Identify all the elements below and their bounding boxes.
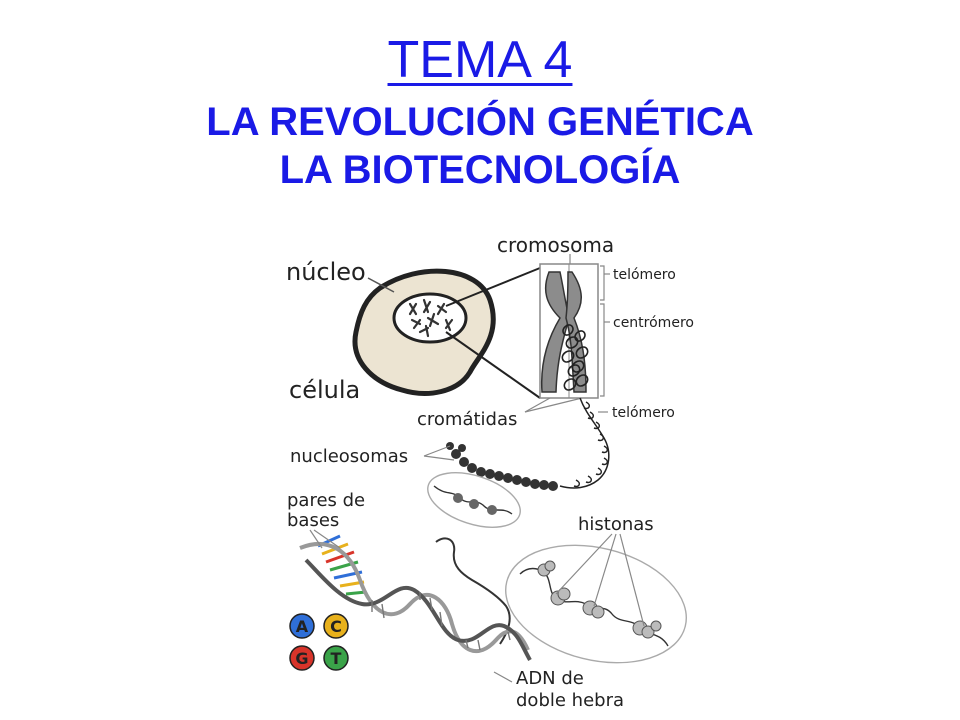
label-centromero: centrómero [613,315,694,331]
title-line-genetica: LA REVOLUCIÓN GENÉTICA [206,100,754,144]
pares-pointer-1 [309,529,323,549]
base-c: C [323,613,349,639]
solenoid-fiber [446,442,558,491]
base-a-letter: A [296,617,309,636]
title-topic: TEMA 4 [387,31,573,89]
label-nucleo: núcleo [286,258,366,286]
label-celula: célula [289,376,360,404]
telomero-top-bracket [600,265,605,301]
cromatidas-pointer-1 [524,397,551,413]
base-a: A [289,613,315,639]
histone-core-3 [582,600,605,619]
cell-illustration [352,268,496,396]
dna-strand-1 [299,542,530,653]
base-g: G [289,645,315,671]
adn-pointer-1 [493,671,513,683]
nucleosomas-pointer-2 [423,455,455,461]
label-histonas: histonas [578,514,654,535]
chromatin-fiber [559,397,610,489]
cromatidas-pointer-2 [524,397,583,413]
label-nucleosomas: nucleosomas [290,446,408,467]
dna-rungs [371,592,511,651]
chromatin-coils [561,324,589,391]
title-block: TEMA 4 LA REVOLUCIÓN GENÉTICA LA BIOTECN… [0,30,960,194]
dna-strand-2 [304,558,532,661]
label-telomero-bottom: telómero [612,405,675,421]
nucleo-pointer [367,277,395,293]
base-t-letter: T [331,649,342,668]
nucleosome-ellipse [427,472,521,528]
histone-core-1 [537,560,556,577]
zoom-line-top [445,267,541,307]
dna-coil-connector [435,537,511,645]
label-adn-de: ADN de [516,668,584,689]
nucleosome-zoom [427,472,521,528]
base-g-letter: G [295,649,308,668]
histonas-pointer-3 [619,533,645,627]
label-cromatidas: cromátidas [417,409,517,430]
base-t: T [323,645,349,671]
pares-pointer-2 [313,529,341,549]
zoom-line-bottom [445,331,541,399]
chromosome-left-arm [540,271,570,393]
nucleus-chromosomes [408,298,454,338]
histonas-pointer-1 [555,533,613,595]
label-telomero-top: telómero [613,267,676,283]
nucleosomas-pointer-1 [423,445,451,457]
histone-zoom [505,533,687,664]
centromero-bracket [600,303,605,397]
histone-ellipse [505,544,687,664]
histone-core-2 [550,587,571,606]
label-bases: bases [287,510,339,531]
base-legend: A C G T [289,613,349,671]
label-pares-de: pares de [287,490,365,511]
title-line-biotecnologia: LA BIOTECNOLOGÍA [279,148,681,192]
chromosome-box [539,254,610,399]
histonas-pointer-2 [593,533,617,607]
label-doble-hebra: doble hebra [516,690,624,711]
label-cromosoma: cromosoma [497,233,614,257]
base-c-letter: C [330,617,342,636]
dna-double-helix [299,529,532,683]
